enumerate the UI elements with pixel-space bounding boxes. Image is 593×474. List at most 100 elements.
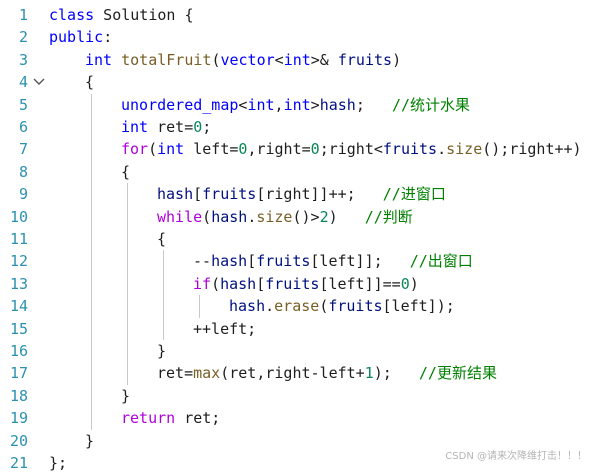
code-token: [left]]; [310, 252, 410, 271]
code-token: ( [148, 140, 158, 159]
code-token: ();right++) [482, 140, 582, 159]
code-text: hash[fruits[right]]++; //进窗口 [157, 183, 446, 205]
code-token [112, 51, 121, 69]
code-token: Solution [94, 6, 185, 24]
line-number: 5 [18, 95, 28, 114]
line-number: 17 [9, 364, 28, 383]
code-token: { [85, 73, 95, 92]
line-number: 10 [9, 207, 28, 226]
code-token: ;right< [319, 140, 383, 159]
code-line: 4{ [0, 71, 593, 93]
code-text: --hash[fruits[left]]; //出窗口 [193, 250, 473, 272]
code-line: 11 { [0, 228, 593, 250]
code-token: [left]]== [319, 274, 401, 293]
indent-guide [91, 93, 92, 430]
code-token: (ret,right-left+ [220, 364, 365, 383]
indent-guide [163, 250, 164, 340]
code-token: fruits [328, 297, 383, 316]
code-text: } [157, 340, 166, 362]
code-token: 0 [193, 118, 203, 136]
line-number: 15 [9, 319, 28, 338]
code-token: ( [202, 207, 212, 226]
code-token: for [121, 140, 149, 159]
code-text: } [85, 430, 94, 452]
fold-chevron-icon[interactable] [31, 75, 47, 89]
code-token: hash [319, 95, 356, 114]
code-token: ret; [175, 409, 221, 428]
code-token: ( [211, 274, 221, 293]
code-token: ,right= [247, 140, 311, 159]
code-token: { [184, 6, 194, 24]
code-token: class [49, 6, 95, 24]
code-token: //更新结果 [418, 364, 497, 383]
code-token: { [157, 230, 167, 248]
code-token: fruits [382, 140, 438, 159]
code-token: < [274, 50, 284, 69]
indent-guide [127, 183, 128, 385]
line-number: 20 [9, 431, 28, 450]
code-line: 20} [0, 430, 593, 452]
code-token: while [157, 207, 203, 226]
code-token: ++left; [193, 319, 257, 338]
code-token: int [283, 50, 311, 69]
code-line: 12--hash[fruits[left]]; //出窗口 [0, 250, 593, 272]
line-number: 7 [18, 140, 28, 159]
line-number: 3 [18, 50, 28, 69]
code-token: ) [328, 207, 365, 226]
code-token: < [238, 95, 248, 114]
code-token: } [121, 386, 131, 405]
code-token: [ [193, 185, 203, 204]
code-line: 15 ++left; [0, 318, 593, 340]
code-token: ; [355, 95, 392, 114]
code-token: , [274, 95, 284, 114]
code-token: fruits [337, 50, 393, 69]
code-token: public [49, 28, 104, 47]
code-token: [ [247, 252, 257, 271]
indent-guide [199, 295, 200, 318]
code-text: }; [49, 452, 67, 474]
code-token: . [265, 297, 275, 316]
code-token: ()> [292, 207, 320, 226]
code-token: -- [193, 252, 212, 271]
line-number: 18 [9, 386, 28, 405]
line-number: 8 [18, 162, 28, 181]
line-number: 1 [18, 6, 28, 24]
code-token: size [446, 140, 483, 159]
code-token: ret= [157, 364, 194, 383]
code-token: ) [392, 50, 402, 69]
code-token: hash [211, 252, 248, 271]
code-token: totalFruit [121, 50, 212, 69]
line-number: 6 [18, 118, 28, 136]
line-number: 21 [9, 454, 28, 472]
code-token: if [193, 274, 212, 293]
watermark: CSDN @请来次降维打击！！！ [445, 451, 587, 462]
code-token: int [121, 118, 149, 136]
code-text: ++left; [193, 318, 256, 340]
code-token: ) [409, 274, 419, 293]
code-token: unordered_map [121, 95, 239, 114]
code-token: }; [49, 454, 68, 472]
code-token: int [85, 50, 113, 69]
code-token: int [283, 95, 311, 114]
code-line: 16} [0, 340, 593, 362]
code-token: [ [256, 274, 266, 293]
code-text: } [121, 385, 130, 407]
code-line: 18} [0, 385, 593, 407]
code-text: int totalFruit(vector<int>& fruits) [85, 49, 401, 71]
code-token: ( [319, 297, 329, 316]
code-text: { [85, 71, 94, 93]
line-number: 11 [9, 230, 28, 248]
code-token: //进窗口 [382, 185, 446, 204]
code-text: for(int left=0,right=0;right<fruits.size… [121, 138, 582, 160]
code-line: 7 for(int left=0,right=0;right<fruits.siz… [0, 138, 593, 160]
line-number: 19 [9, 409, 28, 428]
code-token: hash [229, 297, 266, 316]
code-token: //出窗口 [409, 252, 473, 271]
code-token: fruits [256, 252, 311, 271]
line-number: 4 [18, 73, 28, 92]
code-line: 1 class Solution { [0, 4, 593, 26]
code-text: ret=max(ret,right-left+1); //更新结果 [157, 362, 497, 384]
code-token: 1 [364, 364, 374, 383]
code-token: > [310, 95, 320, 114]
